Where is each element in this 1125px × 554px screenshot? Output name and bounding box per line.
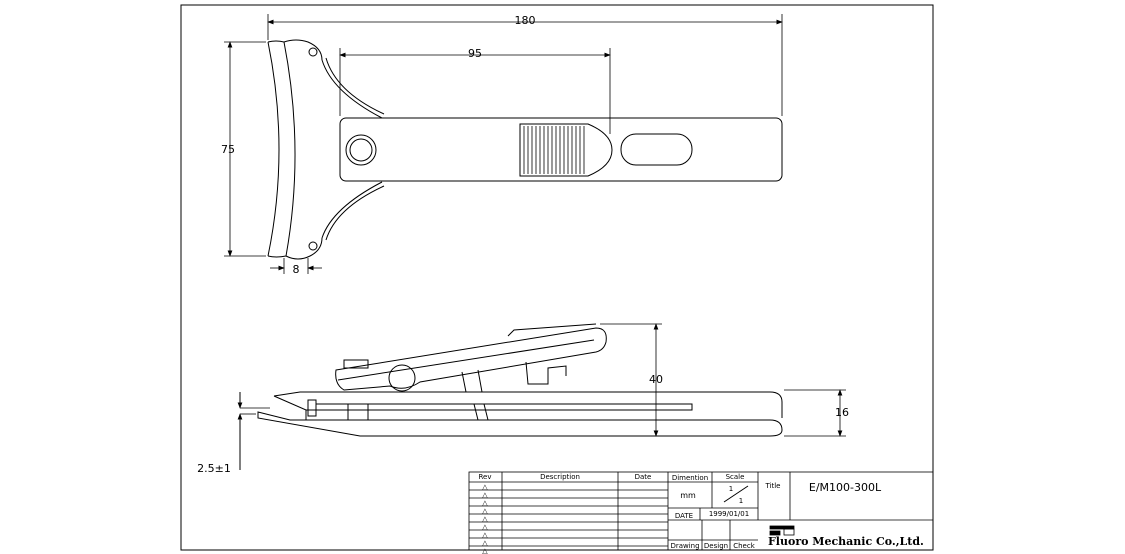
dim-handle-length: 95 <box>468 47 482 60</box>
rev-mark: △ <box>482 539 488 547</box>
company-logo-icon <box>769 525 795 536</box>
base-lower <box>257 411 783 437</box>
top-view <box>267 39 783 260</box>
rev-marks: △ △ △ △ △ △ △ △ △ <box>482 483 488 554</box>
tb-drawing-label: Drawing <box>670 542 699 550</box>
base-upper <box>273 391 783 418</box>
tb-check-label: Check <box>733 542 755 550</box>
dim-thickness: 8 <box>293 263 300 276</box>
dim-gap: 2.5±1 <box>197 462 231 475</box>
round-button-outer <box>345 134 377 166</box>
head-upper-transition <box>321 59 383 119</box>
tb-scale-header: Scale <box>726 473 745 481</box>
lever-pin <box>343 359 369 369</box>
tb-dimention-header: Dimention <box>672 474 708 482</box>
tb-rev-header: Rev <box>479 473 492 481</box>
top-view-dimensions <box>224 14 783 274</box>
side-view-dimensions <box>237 323 846 437</box>
rev-mark: △ <box>482 491 488 499</box>
lever-pivot <box>388 364 416 392</box>
tb-description-header: Description <box>540 473 580 481</box>
tb-scale-den: 1 <box>739 497 743 505</box>
title-block <box>468 471 934 551</box>
tb-unit: mm <box>680 491 696 500</box>
head-outer-curve <box>267 41 280 257</box>
hole-top <box>308 47 318 57</box>
tb-date-header: Date <box>635 473 652 481</box>
rev-mark: △ <box>482 531 488 539</box>
tb-design-label: Design <box>704 542 728 550</box>
head-inner-curve <box>283 41 296 257</box>
dim-base-height: 16 <box>835 406 849 419</box>
rev-mark: △ <box>482 507 488 515</box>
rev-mark: △ <box>482 523 488 531</box>
hole-bottom <box>308 241 318 251</box>
tb-date-label: DATE <box>675 512 693 520</box>
handle-slot <box>620 133 693 166</box>
head-lower-transition <box>321 181 383 239</box>
tb-scale-num: 1 <box>729 485 733 493</box>
tb-date-value: 1999/01/01 <box>709 510 749 518</box>
slider-grip <box>519 123 613 177</box>
lever-latch <box>525 361 567 385</box>
dim-side-height: 40 <box>649 373 663 386</box>
grip-ridges <box>523 126 585 174</box>
rev-mark: △ <box>482 499 488 507</box>
rev-mark: △ <box>482 515 488 523</box>
tb-part-number: E/M100-300L <box>809 481 882 494</box>
dim-height: 75 <box>221 143 235 156</box>
drawing-border <box>180 4 934 551</box>
side-view <box>239 323 783 470</box>
rev-mark: △ <box>482 547 488 554</box>
dim-overall-length: 180 <box>515 14 536 27</box>
tb-title-header: Title <box>764 482 780 490</box>
tb-company: Fluoro Mechanic Co.,Ltd. <box>768 535 924 548</box>
rev-mark: △ <box>482 483 488 491</box>
lever-body <box>335 327 607 391</box>
handle-bar <box>339 117 783 182</box>
round-button-inner <box>349 138 373 162</box>
